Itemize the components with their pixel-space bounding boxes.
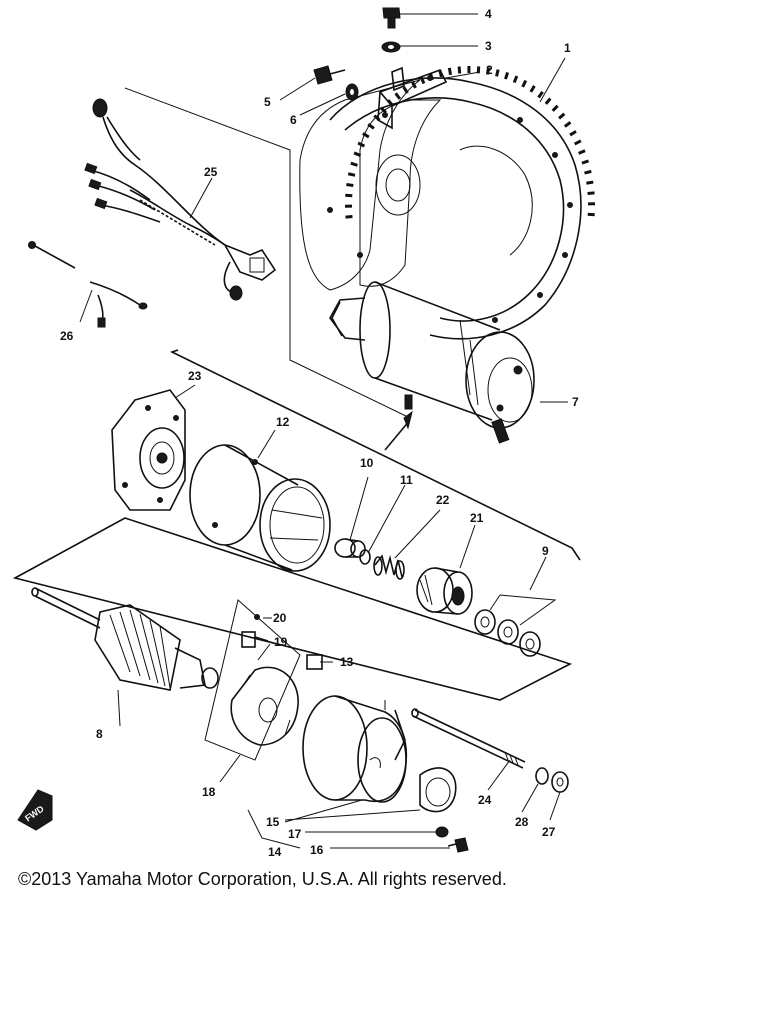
callout-5: 5 (264, 95, 271, 109)
callout-4: 4 (485, 7, 492, 21)
callout-9: 9 (542, 544, 549, 558)
yoke (189, 444, 331, 572)
ring-gear-teeth (344, 65, 596, 219)
stop-ring (359, 549, 371, 565)
callout-19: 19 (274, 635, 288, 649)
gear-tooth (379, 106, 387, 114)
gear-tooth (410, 81, 417, 89)
gear-tooth (578, 149, 586, 155)
callout-17: 17 (288, 827, 302, 841)
bolt-5 (313, 65, 346, 85)
bolt-4 (382, 7, 401, 29)
washer-17 (435, 826, 449, 838)
lead-wire (28, 241, 148, 328)
callout-23: 23 (188, 369, 202, 383)
copyright-notice: ©2013 Yamaha Motor Corporation, U.S.A. A… (18, 869, 507, 889)
gear-tooth (544, 97, 552, 105)
screw-16 (447, 837, 469, 853)
gear-tooth (419, 76, 426, 85)
gear-tooth (457, 66, 462, 74)
gear-tooth (367, 123, 375, 130)
nut-27 (551, 771, 569, 793)
gear-tooth (386, 99, 394, 107)
callout-10: 10 (360, 456, 374, 470)
leader-lines (79, 13, 568, 849)
brush-13 (306, 654, 323, 670)
gear-tooth (584, 169, 592, 175)
callout-28: 28 (515, 815, 529, 829)
washer-6 (345, 83, 359, 101)
bracket (377, 66, 448, 130)
washer-3 (381, 41, 401, 53)
callout-24: 24 (478, 793, 492, 807)
callout-21: 21 (470, 511, 484, 525)
callout-12: 12 (276, 415, 290, 429)
gear-tooth (495, 69, 500, 77)
gear-tooth (346, 182, 354, 187)
gear-tooth (362, 132, 370, 139)
gear-tooth (581, 159, 590, 165)
gear-tooth (558, 112, 566, 120)
gear-tooth (586, 180, 594, 185)
gear-tooth (512, 75, 519, 84)
gear-tooth (402, 86, 409, 94)
callout-25: 25 (204, 165, 218, 179)
gear-tooth (357, 141, 366, 148)
callout-22: 22 (436, 493, 450, 507)
callout-8: 8 (96, 727, 103, 741)
gear-tooth (563, 121, 572, 128)
callout-20: 20 (273, 611, 287, 625)
callout-27: 27 (542, 825, 556, 839)
gear-tooth (587, 191, 595, 195)
callout-3: 3 (485, 39, 492, 53)
clutch (416, 567, 473, 615)
callout-26: 26 (60, 329, 74, 343)
washers (474, 609, 541, 657)
gear-tooth (573, 139, 582, 146)
callout-13: 13 (340, 655, 354, 669)
gear-tooth (353, 151, 362, 157)
ring-gear-housing (299, 77, 582, 340)
group-lines (12, 87, 581, 761)
front-cover (111, 389, 186, 511)
callout-16: 16 (310, 843, 324, 857)
callout-15: 15 (266, 815, 280, 829)
callout-18: 18 (202, 785, 216, 799)
callout-14: 14 (268, 845, 282, 859)
gear-tooth (504, 71, 510, 80)
callout-11: 11 (400, 473, 413, 487)
fwd-marker: FWD (17, 789, 53, 831)
callout-6: 6 (290, 113, 297, 127)
spring (373, 554, 405, 580)
callout-labels: 1 2 3 4 5 6 7 8 9 10 11 12 13 14 15 16 1… (60, 7, 579, 859)
washer-28 (535, 767, 549, 785)
callout-1: 1 (564, 41, 571, 55)
gear-tooth (347, 172, 356, 177)
armature (31, 587, 219, 691)
gear-tooth (529, 85, 536, 93)
wire-harness (84, 98, 277, 301)
brush-19 (241, 631, 269, 648)
gear-tooth (350, 161, 358, 167)
gear-tooth (485, 67, 490, 75)
gear-tooth (551, 104, 559, 112)
gear-tooth (521, 79, 528, 88)
gear-tooth (447, 67, 453, 76)
rear-cover (302, 695, 457, 813)
gear-tooth (569, 130, 577, 137)
starter-motor (329, 281, 535, 444)
gear-tooth (345, 215, 353, 219)
gear-tooth (537, 90, 544, 99)
callout-2: 2 (486, 63, 493, 77)
brush-plate (230, 666, 299, 746)
gear-tooth (394, 92, 402, 100)
through-bolt (411, 708, 526, 769)
bushing (334, 538, 366, 558)
callout-7: 7 (572, 395, 579, 409)
